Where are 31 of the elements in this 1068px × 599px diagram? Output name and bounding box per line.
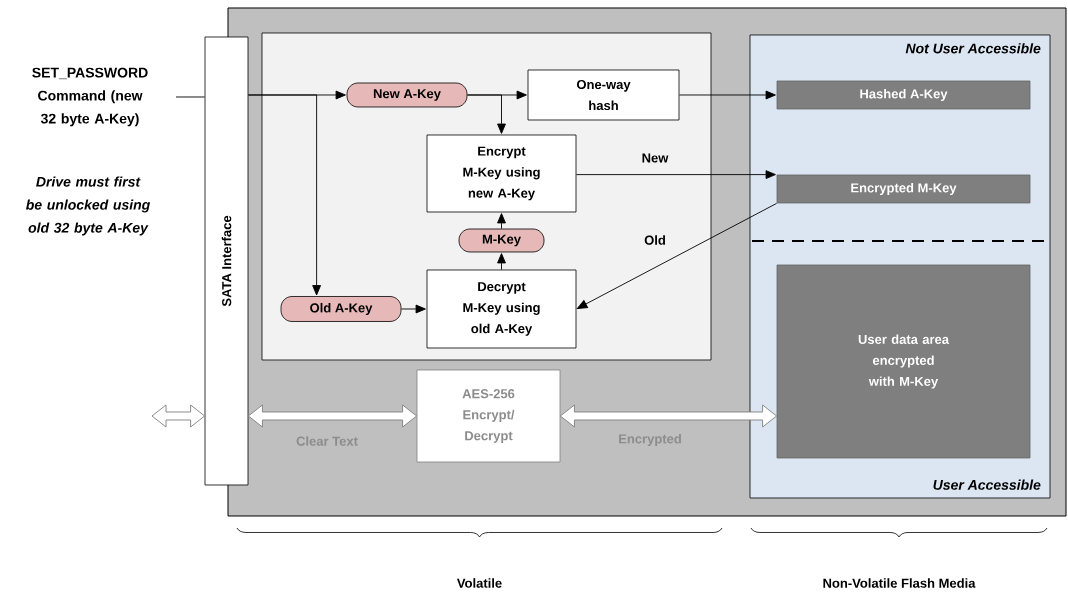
process-box: One-way hash bbox=[527, 69, 680, 121]
arrow bbox=[678, 90, 776, 100]
command-text: SET_PASSWORD Command (new 32 byte A-Key) bbox=[32, 67, 148, 127]
storage-block: Encrypted M-Key bbox=[776, 174, 1031, 204]
arrow bbox=[466, 94, 506, 134]
edge-label: New bbox=[640, 152, 670, 164]
panel-heading: Not User Accessible bbox=[905, 43, 1041, 54]
process-box: Decrypt M-Key using old A-Key bbox=[426, 269, 577, 349]
arrow bbox=[575, 170, 776, 179]
arrow bbox=[497, 253, 506, 271]
arrow bbox=[577, 202, 778, 309]
arrow bbox=[400, 304, 426, 314]
storage-block: User data area encrypted with M-Key bbox=[776, 264, 1031, 459]
brace-label: Non-Volatile Flash Media bbox=[823, 578, 976, 588]
edge-label: Old bbox=[643, 234, 667, 246]
arrow bbox=[247, 94, 321, 296]
interface-bar: SATA Interface bbox=[204, 36, 249, 486]
key-pill: New A-Key bbox=[346, 82, 468, 108]
arrow bbox=[497, 213, 506, 230]
double-arrow bbox=[151, 404, 206, 428]
double-arrow bbox=[247, 404, 418, 428]
key-pill: Old A-Key bbox=[280, 296, 402, 322]
double-arrow bbox=[559, 404, 778, 428]
storage-block: Hashed A-Key bbox=[776, 80, 1031, 110]
key-pill: M-Key bbox=[458, 228, 545, 253]
brace-label: Volatile bbox=[456, 578, 502, 588]
cipher-box: AES-256 Encrypt/ Decrypt bbox=[416, 369, 561, 463]
process-box: Encrypt M-Key using new A-Key bbox=[426, 134, 577, 213]
panel-heading: User Accessible bbox=[933, 479, 1041, 490]
connector-line bbox=[175, 96, 206, 98]
note-text: Drive must first be unlocked using old 32 byte A-Key bbox=[26, 176, 150, 236]
